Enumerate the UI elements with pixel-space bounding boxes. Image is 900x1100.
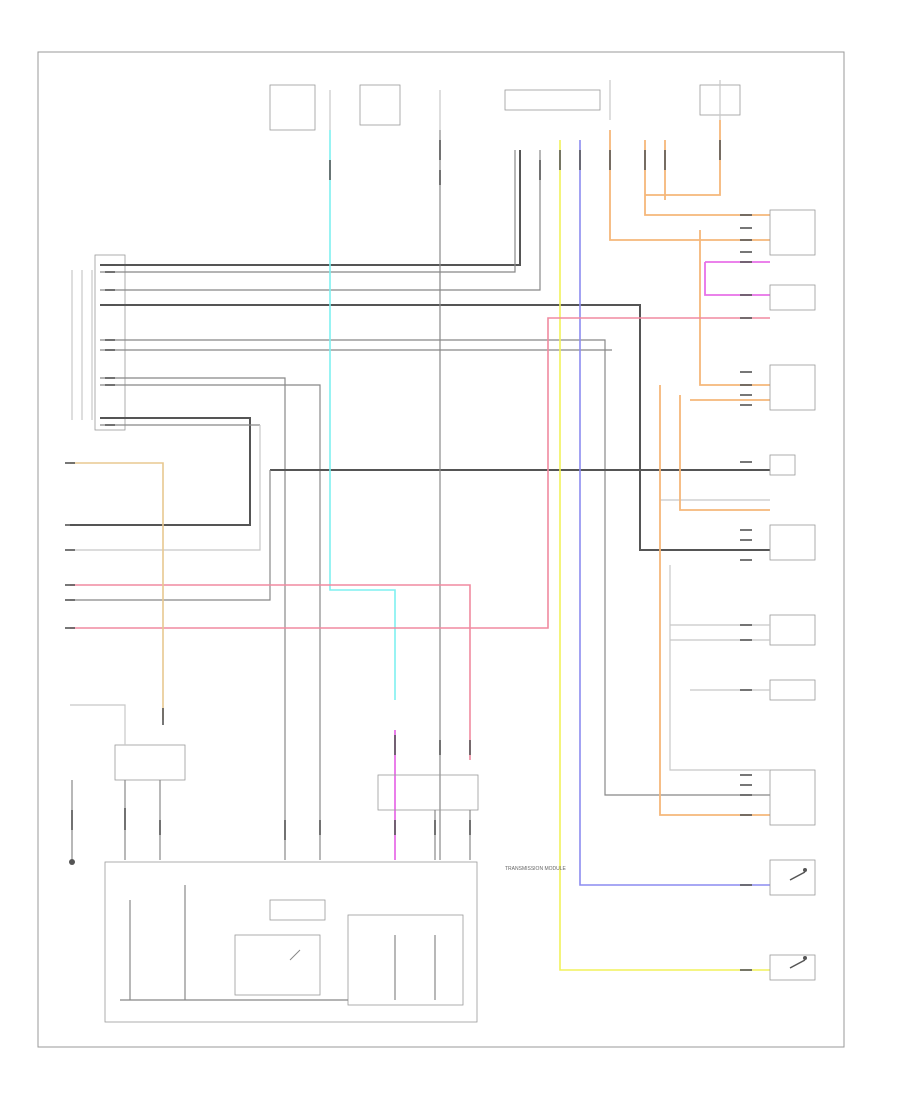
left-pin-dashes	[65, 264, 115, 629]
connector-pin-ticks	[71, 140, 721, 840]
tan-wire	[70, 462, 164, 720]
module-label: TRANSMISSION MODULE	[505, 866, 567, 872]
top-fuse-block	[269, 80, 741, 131]
switch-symbols	[289, 868, 807, 969]
right-pin-dashes	[740, 214, 752, 971]
red-wires	[70, 261, 770, 860]
left-harness-wires	[70, 150, 770, 860]
left-connector-stack	[71, 254, 126, 431]
transmission-module: TRANSMISSION MODULE	[104, 861, 567, 1023]
lower-relay-right	[377, 774, 479, 860]
right-connectors	[669, 209, 816, 981]
lower-relay-left	[69, 704, 186, 865]
diagram-frame	[37, 51, 845, 1048]
colored-signal-wires	[329, 120, 770, 971]
